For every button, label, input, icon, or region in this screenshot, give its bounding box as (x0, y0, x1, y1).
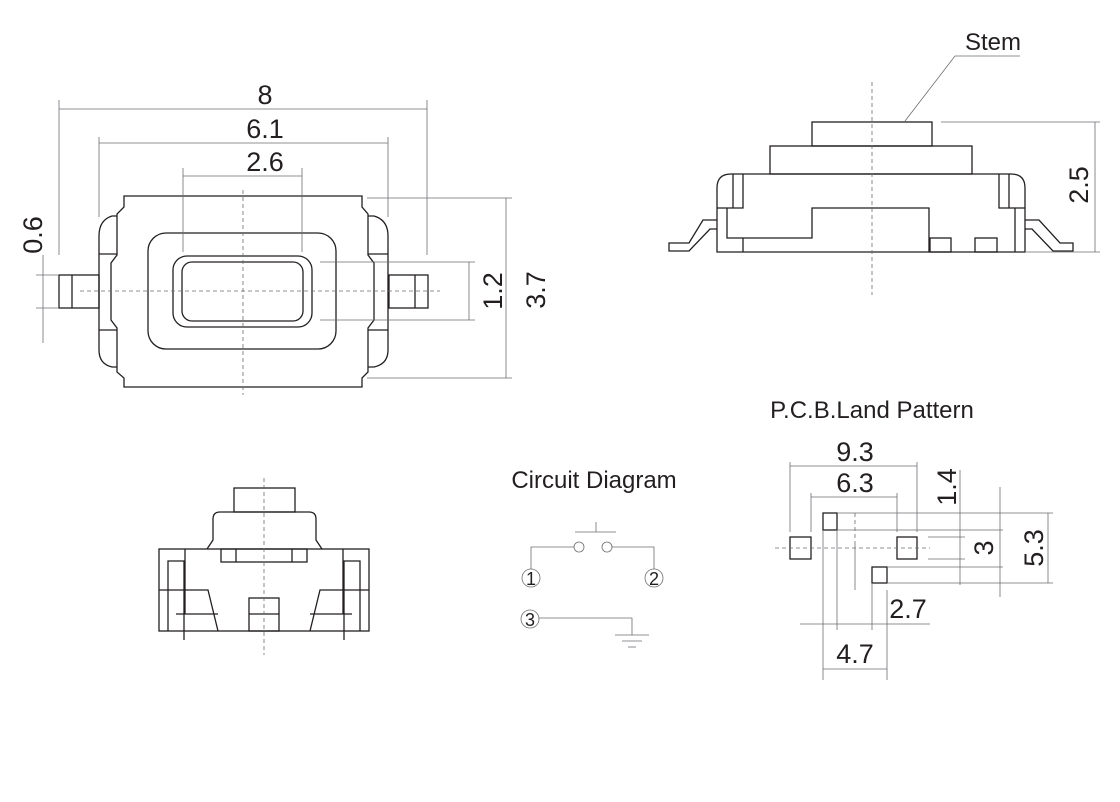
contact-left (573, 541, 585, 553)
front-stem (233, 487, 296, 513)
dim-pad-pitch: 1.4 (932, 468, 962, 506)
dim-offset-a: 2.7 (889, 594, 927, 624)
pcb-title: P.C.B.Land Pattern (770, 397, 974, 424)
pad-bottom (871, 566, 888, 584)
pin-1-label: 1 (526, 569, 536, 589)
right-foot (1025, 219, 1074, 252)
pad-right (896, 536, 918, 560)
left-wing (98, 215, 117, 368)
dim-offset-b: 4.7 (836, 639, 874, 669)
dim-inner-span: 6.3 (836, 468, 874, 498)
dim-body-height: 3.7 (521, 271, 551, 309)
front-view (158, 478, 370, 655)
right-wing (368, 215, 389, 368)
body-outline (110, 195, 375, 388)
left-lead (58, 274, 100, 309)
front-cap (206, 511, 323, 550)
window-inner (181, 261, 304, 322)
dim-body-width: 6.1 (246, 114, 284, 144)
right-lead (388, 274, 429, 309)
pcb-land-pattern: P.C.B.Land Pattern 9.3 6.3 1.4 3 5.3 2.7… (770, 397, 1053, 680)
stem-label: Stem (965, 29, 1021, 56)
ground-icon (615, 634, 649, 648)
dim-pad-spacing: 3 (969, 540, 999, 555)
pad-top (822, 512, 838, 531)
dim-lead-width: 0.6 (18, 216, 48, 254)
contact-right (601, 541, 613, 553)
circuit-title: Circuit Diagram (511, 467, 676, 494)
pad-left (789, 536, 812, 560)
dim-overall-height: 5.3 (1019, 529, 1049, 567)
dim-window-width: 2.6 (246, 147, 284, 177)
pin-2-label: 2 (649, 569, 659, 589)
pin-3-label: 3 (525, 610, 535, 630)
circuit-diagram: Circuit Diagram 1 2 3 (511, 467, 677, 648)
cap (769, 145, 973, 175)
left-foot (668, 219, 717, 252)
side-body (716, 173, 1026, 253)
side-view: Stem 2.5 (668, 29, 1100, 295)
top-view: 8 6.1 2.6 0.6 1.2 3.7 (18, 80, 551, 395)
window-outer (172, 255, 313, 328)
stem-leader (904, 55, 1020, 122)
dim-overall-width: 8 (257, 80, 272, 110)
dim-height: 2.5 (1064, 166, 1094, 204)
dim-window-height: 1.2 (478, 272, 508, 310)
dim-outer-span: 9.3 (836, 437, 874, 467)
